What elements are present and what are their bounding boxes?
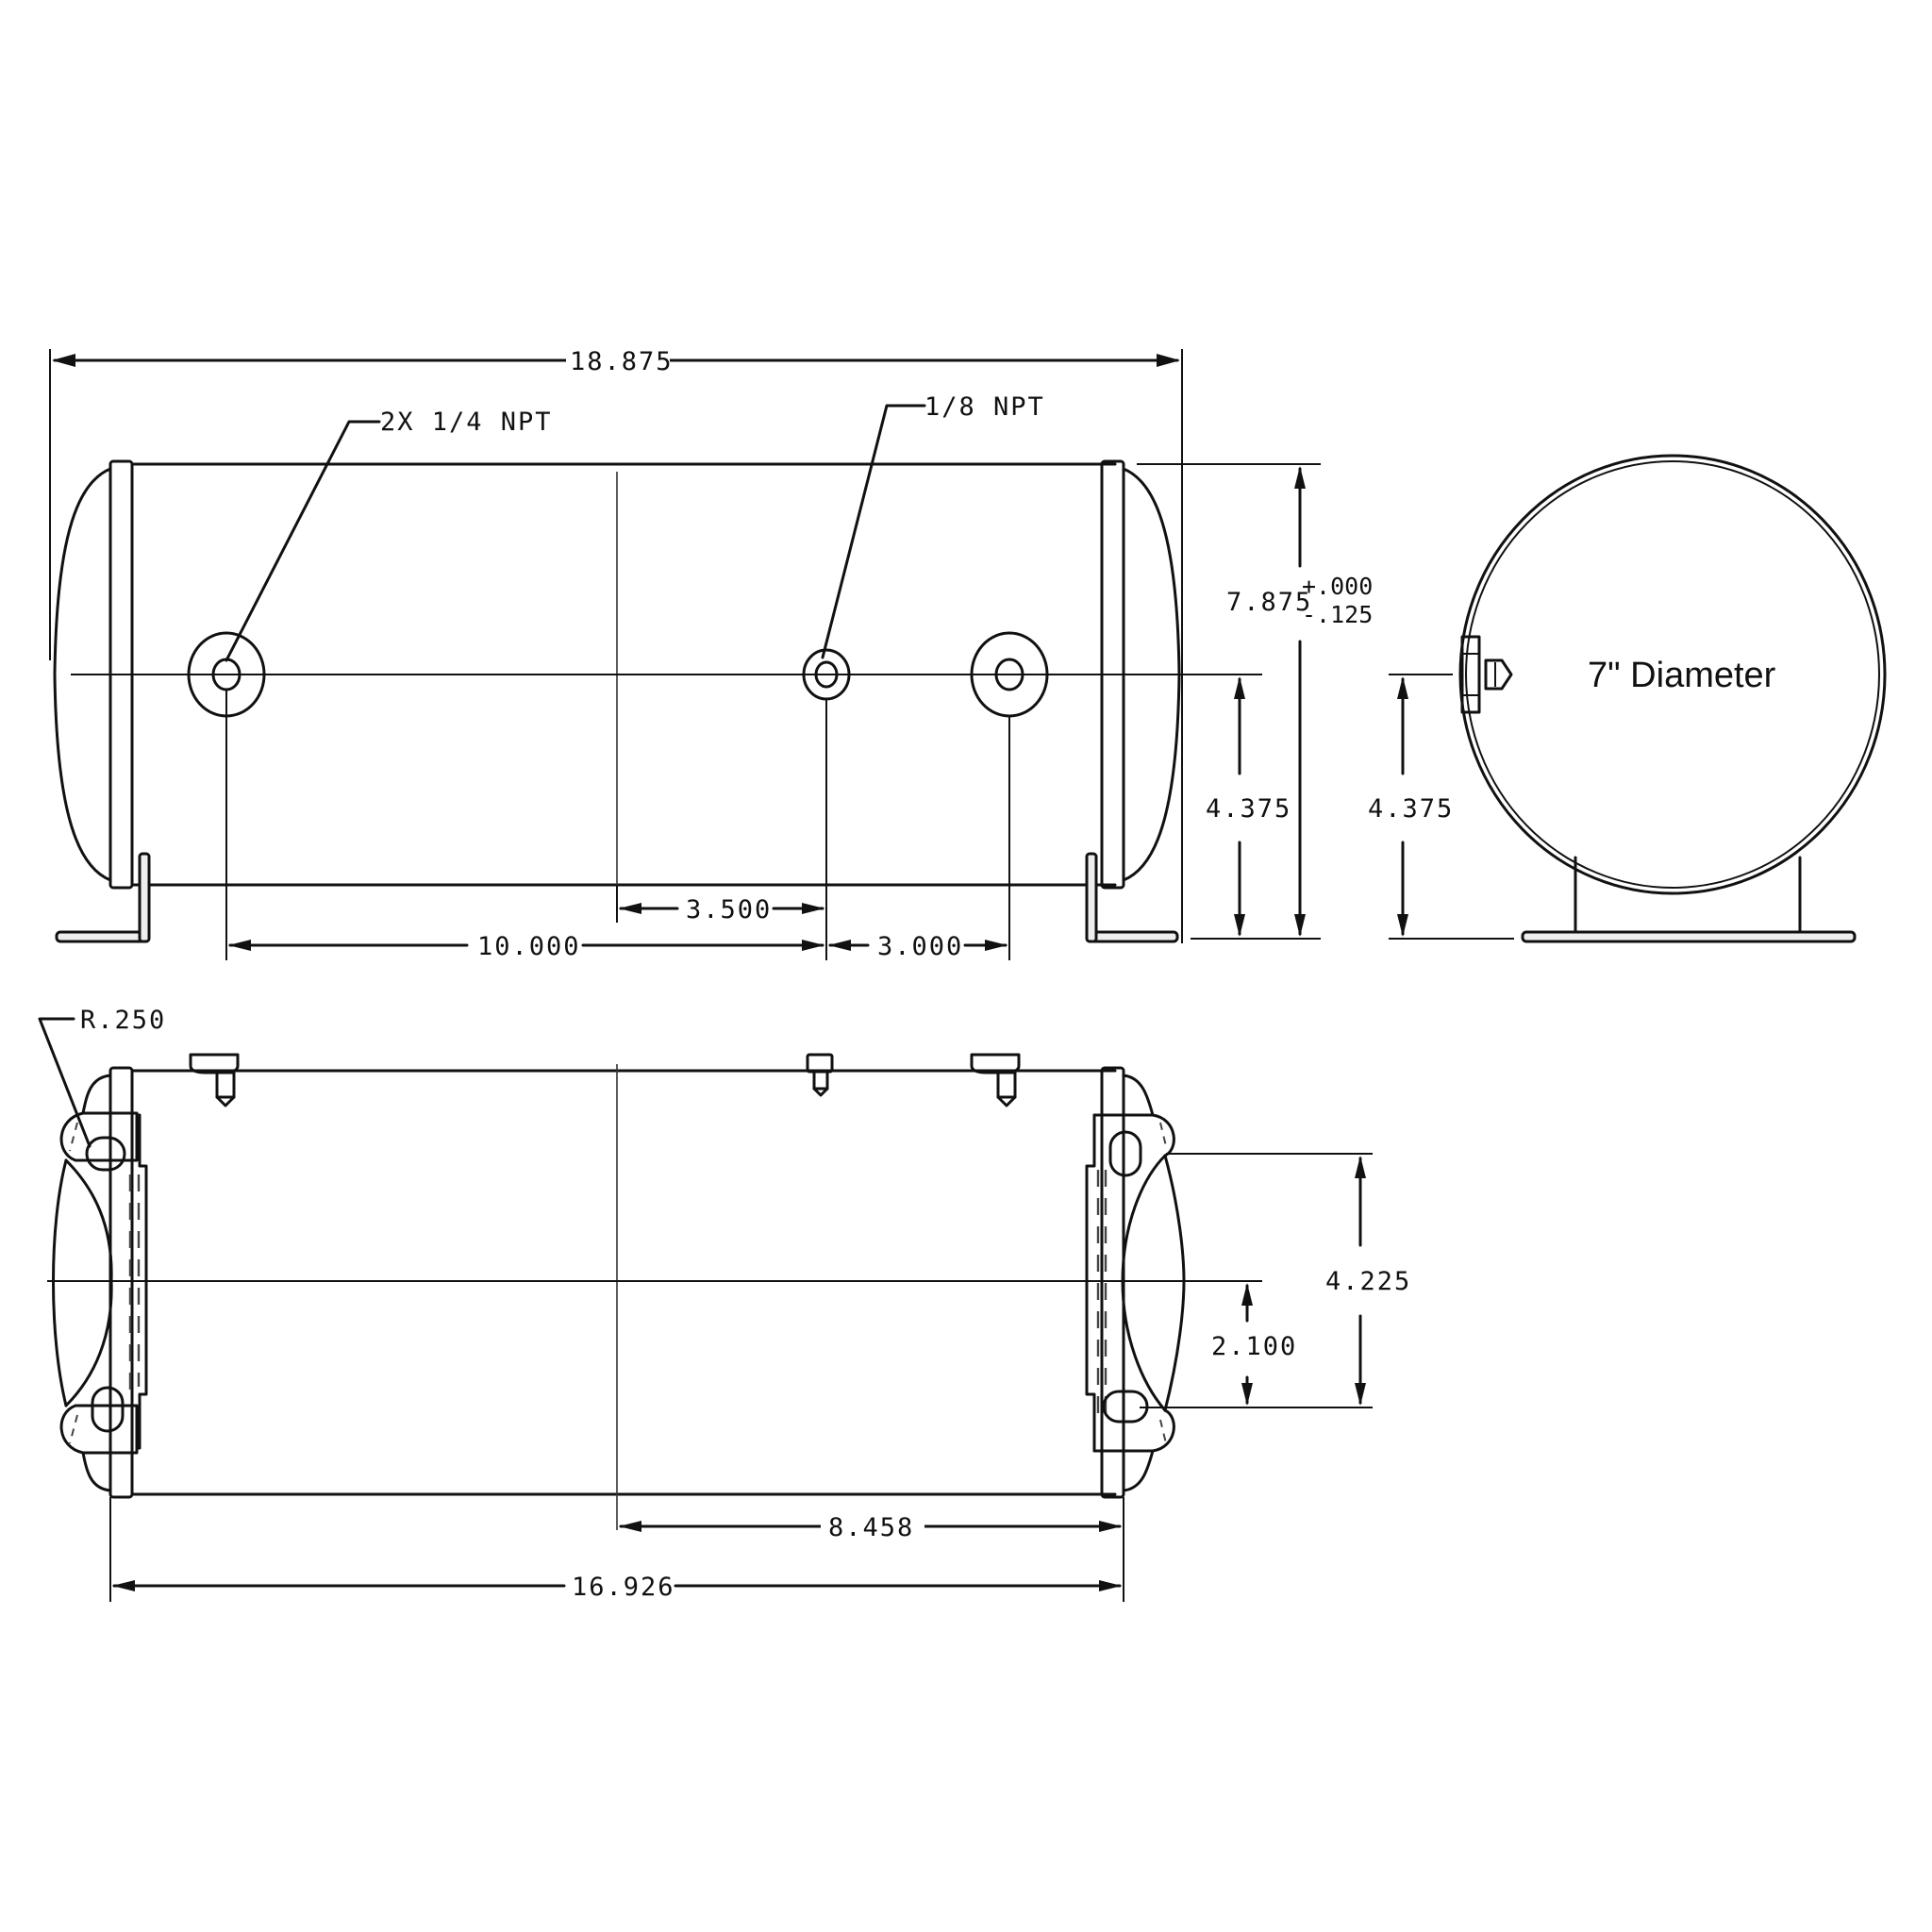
callout-label-left: 2X 1/4 NPT	[380, 408, 553, 437]
dim-half-mount-length: 8.458	[619, 1507, 1122, 1545]
boss-right	[970, 1053, 1021, 1108]
dim-label-10-000: 10.000	[477, 932, 581, 961]
dim-tolerance-plus: +.000	[1302, 573, 1373, 600]
dim-label-3-500: 3.500	[686, 895, 772, 924]
dim-tolerance-minus: -.125	[1302, 601, 1373, 628]
end-view-fitting	[1460, 635, 1513, 714]
dim-port-spacing-right: 3.000	[828, 932, 1008, 961]
callout-label-right: 1/8 NPT	[924, 392, 1045, 422]
callout-2x-1-4-npt: 2X 1/4 NPT	[225, 408, 553, 662]
bracket-right	[1085, 1074, 1186, 1492]
dim-slot-spacing: 4.225	[1140, 1153, 1411, 1408]
dim-label-2-100: 2.100	[1211, 1332, 1297, 1361]
dim-label-4-375-front: 4.375	[1206, 794, 1291, 824]
boss-center	[806, 1053, 834, 1097]
mounting-feet-front	[55, 852, 1179, 943]
dim-slot-half-spacing: 2.100	[1211, 1283, 1297, 1406]
callout-label-radius: R.250	[80, 1006, 166, 1035]
boss-left	[189, 1053, 240, 1108]
dim-height: 7.875 +.000 -.125	[1137, 463, 1373, 940]
dim-label-3-000: 3.000	[877, 932, 963, 961]
dim-port-spacing-left: 10.000	[228, 932, 824, 961]
dim-port-height-front: 4.375	[1206, 676, 1291, 937]
dim-label-4-225: 4.225	[1325, 1267, 1411, 1296]
dim-port-height-end: 4.375	[1368, 674, 1514, 940]
dim-port-offset-center: 3.500	[619, 895, 824, 924]
callout-radius: R.250	[38, 1006, 166, 1148]
front-view: 18.875	[49, 341, 1373, 961]
dim-label-4-375-end: 4.375	[1368, 794, 1454, 824]
dim-label-overall-length: 18.875	[570, 347, 674, 376]
callout-1-8-npt: 1/8 NPT	[821, 392, 1045, 659]
tank-body-front	[53, 459, 1262, 910]
dim-label-16-926: 16.926	[572, 1573, 675, 1602]
dim-mount-length: 16.926	[112, 1573, 1122, 1602]
bottom-view: R.250 4.225 2.100	[38, 1006, 1411, 1602]
dim-label-7-875: 7.875	[1226, 588, 1312, 617]
diameter-label: 7" Diameter	[1588, 656, 1776, 695]
end-view: 4.375 7" Diameter	[1368, 454, 1887, 943]
bracket-left	[52, 1074, 148, 1492]
dim-label-8-458: 8.458	[828, 1513, 914, 1542]
dim-overall-length: 18.875	[49, 341, 1183, 943]
